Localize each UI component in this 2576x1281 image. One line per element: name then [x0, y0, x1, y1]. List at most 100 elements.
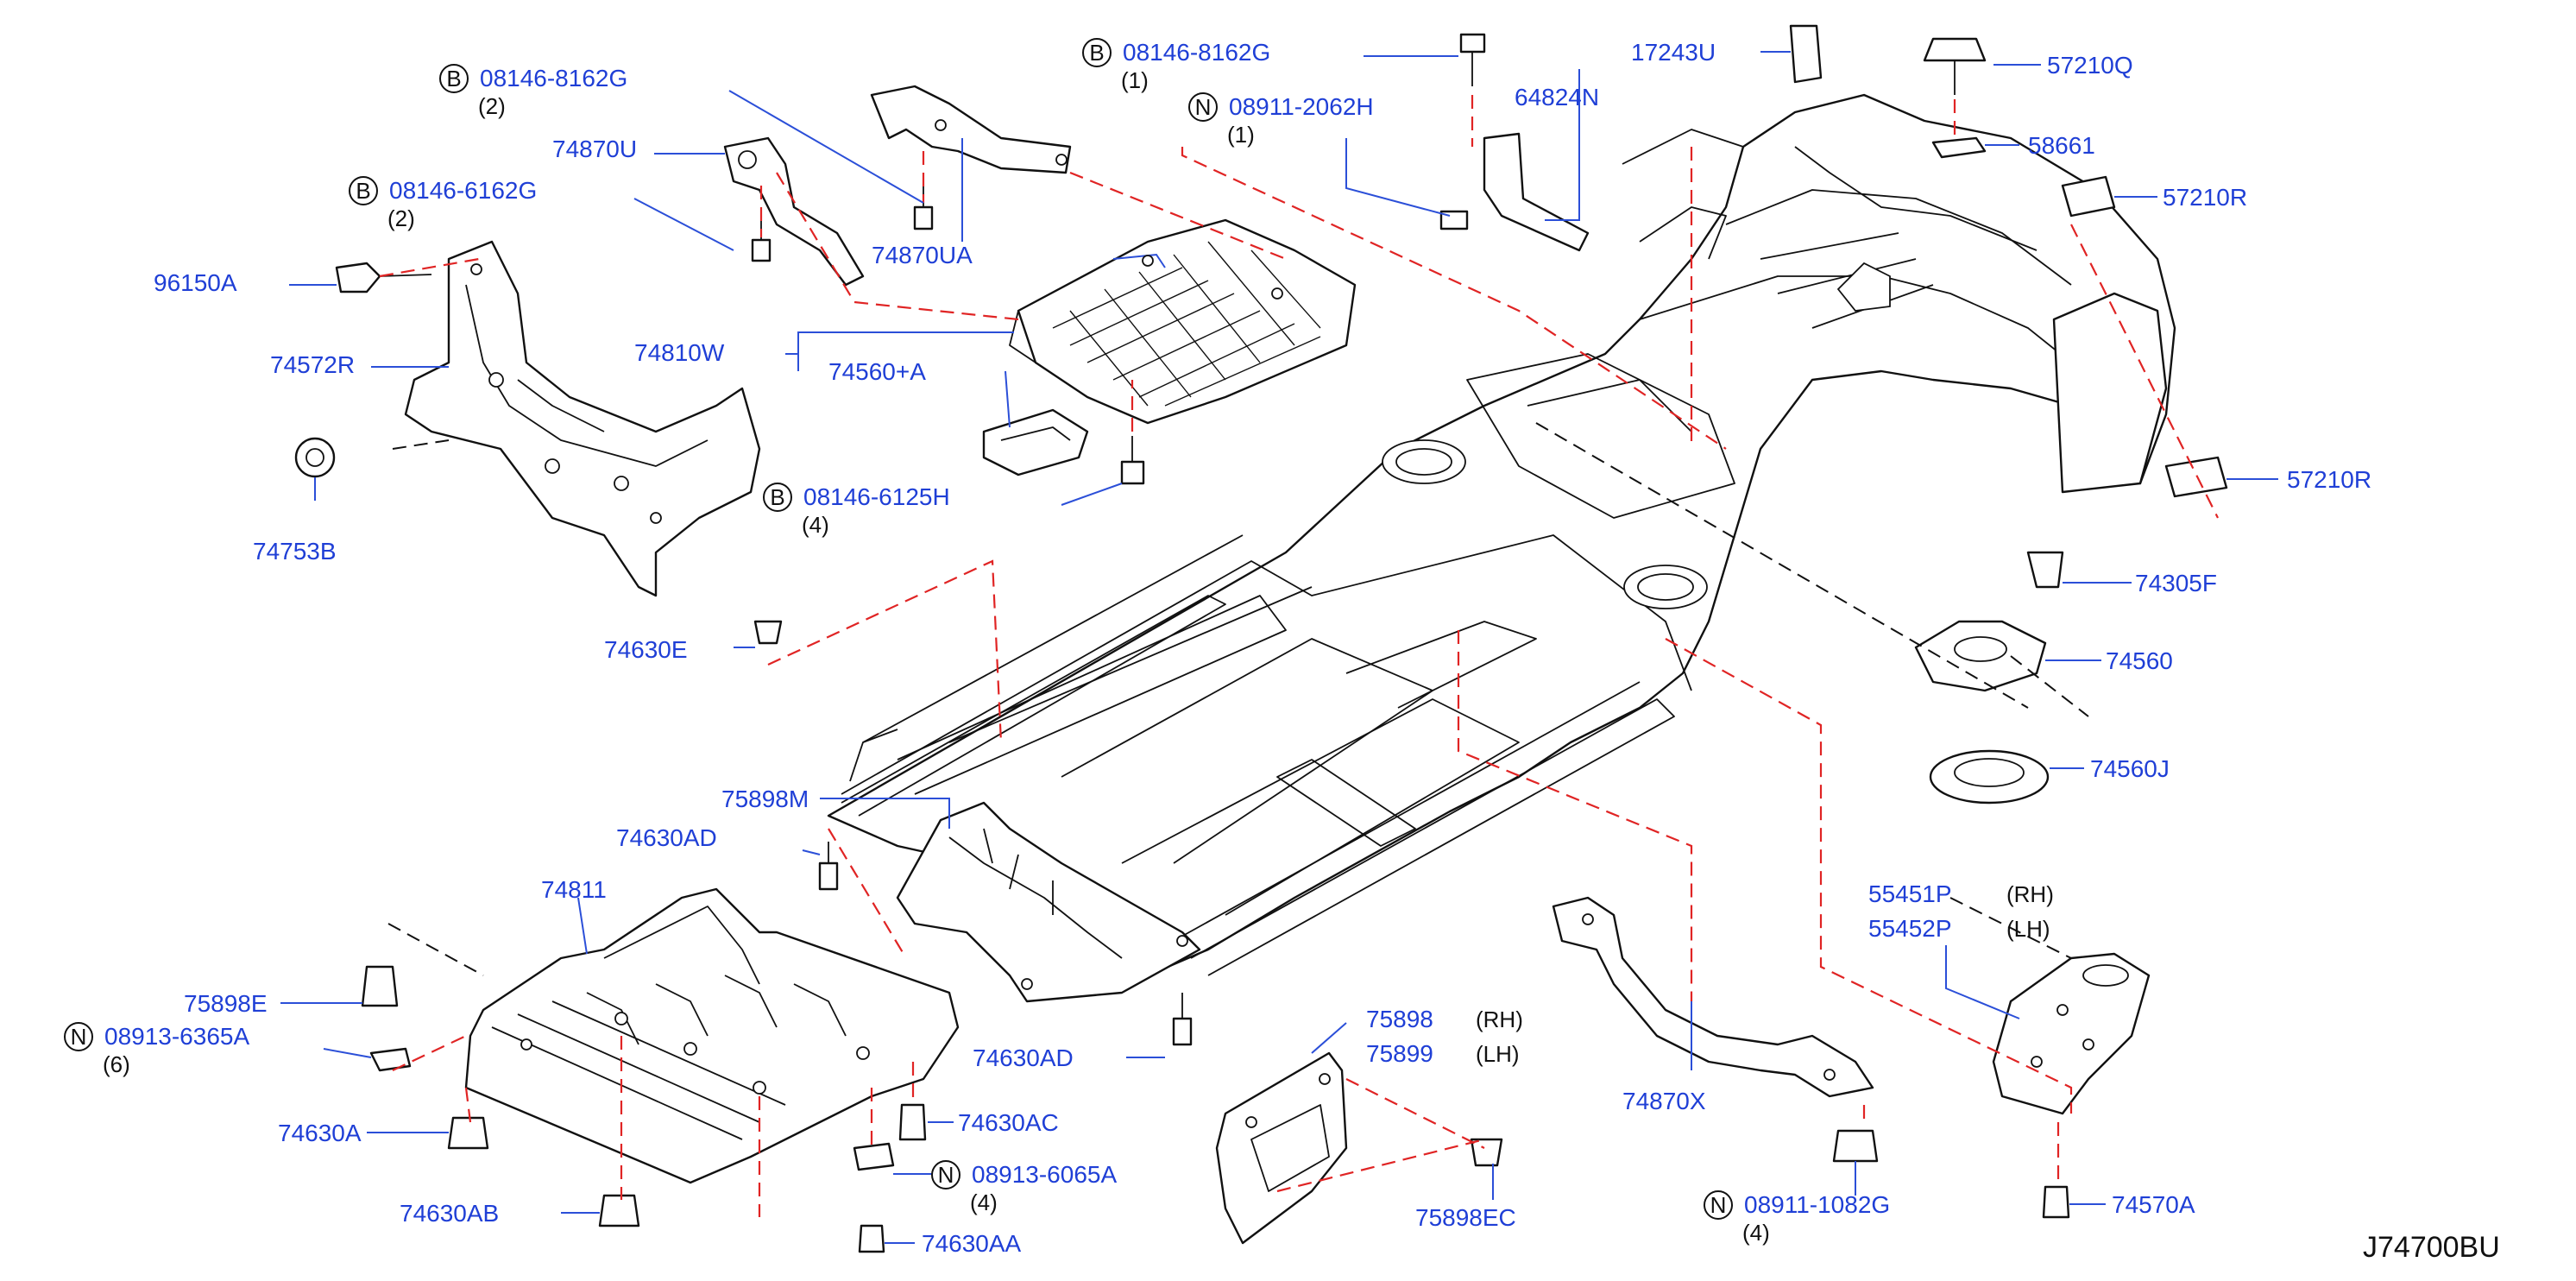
part-number-label: 75898: [1366, 1006, 1433, 1032]
bracket-75898m-illustration: [896, 801, 1201, 1003]
part-callout-p-74630aa: 74630AA: [922, 1230, 1022, 1257]
part-number-label: 57210Q: [2047, 52, 2133, 79]
quantity-label: (4): [1742, 1220, 1770, 1246]
side-bracket-75898-illustration: [1215, 1051, 1348, 1245]
mount-74560-illustration: [1914, 620, 2047, 692]
part-number-label: 74560J: [2090, 755, 2170, 782]
badge-circle-icon: [931, 1160, 960, 1190]
badge-circle-icon: [763, 483, 792, 512]
badge-letter: N: [938, 1162, 954, 1188]
callout-dashes: [379, 95, 2219, 1217]
part-callout-p-74811: 74811: [541, 876, 607, 903]
part-callout-p-74570a: 74570A: [2112, 1191, 2195, 1218]
part-callout-p-75899: 75899(LH): [1366, 1040, 1520, 1067]
part-number-label: 08913-6365A: [104, 1023, 249, 1050]
bracket-55451p-illustration: [1992, 952, 2151, 1115]
part-number-label: 64824N: [1515, 84, 1599, 110]
part-callout-p-64824n: 64824N: [1515, 84, 1599, 110]
part-callout-p-74630ab: 74630AB: [400, 1200, 499, 1227]
part-number-label: 75898E: [184, 990, 268, 1017]
badge-letter: B: [770, 484, 784, 510]
part-number-label: 74810W: [634, 339, 725, 366]
side-indicator-label: (RH): [2006, 881, 2054, 907]
quantity-label: (1): [1227, 122, 1255, 148]
part-number-label: 08911-2062H: [1229, 93, 1374, 120]
part-number-label: 74870UA: [872, 242, 973, 268]
part-callout-f-n2: N 08913-6365A(6): [64, 1022, 249, 1077]
part-callout-p-58661: 58661: [2028, 132, 2095, 159]
part-number-label: 74305F: [2135, 570, 2217, 596]
badge-circle-icon: [1188, 92, 1218, 122]
part-callout-p-74870u: 74870U: [552, 136, 637, 162]
part-number-label: 74560: [2106, 647, 2173, 674]
quantity-label: (4): [970, 1190, 998, 1215]
quantity-label: (6): [103, 1051, 130, 1077]
badge-letter: N: [71, 1024, 87, 1050]
diagram-id-label: J74700BU: [2363, 1231, 2500, 1264]
part-callout-p-55452p: 55452P(LH): [1868, 915, 2050, 942]
part-number-label: 74630AA: [922, 1230, 1022, 1257]
part-callout-p-74753b: 74753B: [253, 538, 337, 565]
part-callout-p-74810w: 74810W: [634, 339, 725, 366]
floor-pan-illustration: [827, 93, 2176, 977]
bracket-74870u-illustration: [723, 136, 865, 287]
splash-guard-74810w-illustration: [1009, 218, 1357, 425]
part-number-label: 74811: [541, 876, 607, 903]
part-callout-p-75898e: 75898E: [184, 990, 268, 1017]
part-callout-p-57210r-2: 57210R: [2287, 466, 2371, 493]
part-number-label: 57210R: [2163, 184, 2247, 211]
part-number-label: 74870U: [552, 136, 637, 162]
badge-circle-icon: [349, 176, 378, 205]
part-number-label: 74753B: [253, 538, 337, 565]
part-number-label: 74572R: [270, 351, 355, 378]
part-callout-p-74630ad-2: 74630AD: [973, 1044, 1074, 1071]
part-number-label: 17243U: [1631, 39, 1716, 66]
side-indicator-label: (RH): [1476, 1006, 1523, 1032]
under-cover-74811-illustration: [464, 887, 960, 1184]
part-callout-f-n3: N 08913-6065A(4): [931, 1160, 1117, 1215]
front-cross-member-illustration: [404, 240, 761, 597]
part-number-label: 08146-8162G: [480, 65, 627, 92]
rod-bracket-74870x-illustration: [1552, 896, 1874, 1098]
part-number-label: 74570A: [2112, 1191, 2195, 1218]
part-callout-p-74560: 74560: [2106, 647, 2173, 674]
part-callout-p-75898ec: 75898EC: [1415, 1204, 1516, 1231]
part-number-label: 08146-8162G: [1123, 39, 1270, 66]
part-callout-p-74572r: 74572R: [270, 351, 355, 378]
part-number-label: 75899: [1366, 1040, 1433, 1067]
part-number-label: 08146-6162G: [389, 177, 537, 204]
part-callout-p-74630a: 74630A: [278, 1120, 362, 1146]
part-number-label: 57210R: [2287, 466, 2371, 493]
part-callout-p-75898: 75898 (RH): [1366, 1006, 1523, 1032]
part-callout-p-74630ac: 74630AC: [958, 1109, 1059, 1136]
part-callout-p-74630ad-1: 74630AD: [616, 824, 717, 851]
quantity-label: (2): [387, 205, 415, 231]
part-number-label: 08911-1082G: [1744, 1191, 1890, 1218]
part-number-label: 75898EC: [1415, 1204, 1516, 1231]
quantity-label: (4): [802, 512, 829, 538]
badge-circle-icon: [64, 1022, 93, 1051]
part-number-label: 74630AD: [616, 824, 717, 851]
quantity-label: (1): [1121, 67, 1149, 93]
bracket-74870ua-illustration: [870, 85, 1072, 174]
part-number-label: 55452P: [1868, 915, 1952, 942]
part-number-label: 74630AD: [973, 1044, 1074, 1071]
badge-circle-icon: [1082, 38, 1112, 67]
part-callout-p-74630e: 74630E: [604, 636, 688, 663]
part-number-label: 74630AC: [958, 1109, 1059, 1136]
part-callout-p-74870ua: 74870UA: [872, 242, 973, 268]
part-number-label: 75898M: [721, 786, 809, 812]
part-callout-f-b4: B 08146-6125H(4): [763, 483, 950, 538]
badge-circle-icon: [439, 64, 469, 93]
part-number-label: 08913-6065A: [972, 1161, 1117, 1188]
part-callout-p-74870x: 74870X: [1622, 1088, 1706, 1114]
part-number-label: 58661: [2028, 132, 2095, 159]
part-number-label: 08146-6125H: [803, 483, 950, 510]
part-number-label: 74630A: [278, 1120, 362, 1146]
part-callout-p-74560j: 74560J: [2090, 755, 2170, 782]
